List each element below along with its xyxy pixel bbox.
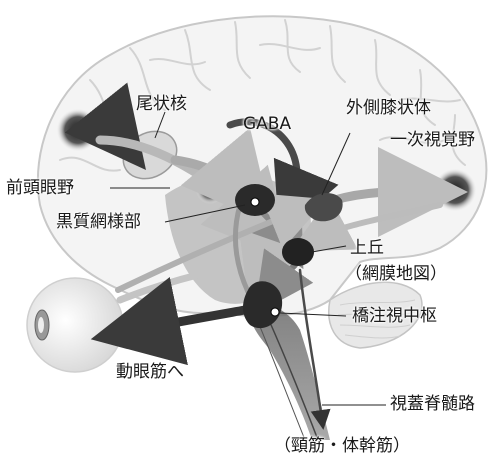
label-sc: 上丘 (350, 238, 384, 258)
eyeball (27, 278, 123, 372)
label-retinal-map: （網膜地図） (345, 264, 447, 284)
label-snr: 黒質網様部 (56, 212, 141, 232)
label-v1: 一次視覚野 (390, 130, 475, 150)
label-pons: 橋注視中枢 (352, 306, 437, 326)
label-lgn: 外側膝状体 (346, 98, 431, 118)
label-gaba: GABA (243, 114, 291, 134)
pons-to-oculomotor-arrow (126, 310, 245, 332)
label-fef: 前頭眼野 (6, 178, 74, 198)
sc-nucleus (282, 238, 314, 266)
label-caudate: 尾状核 (136, 94, 187, 114)
label-tectospinal: 視蓋脊髄路 (390, 394, 475, 414)
label-oculomotor: 動眼筋へ (116, 362, 184, 382)
label-neck-trunk: （頸筋・体幹筋） (274, 436, 410, 456)
snr-nucleus (235, 184, 275, 216)
